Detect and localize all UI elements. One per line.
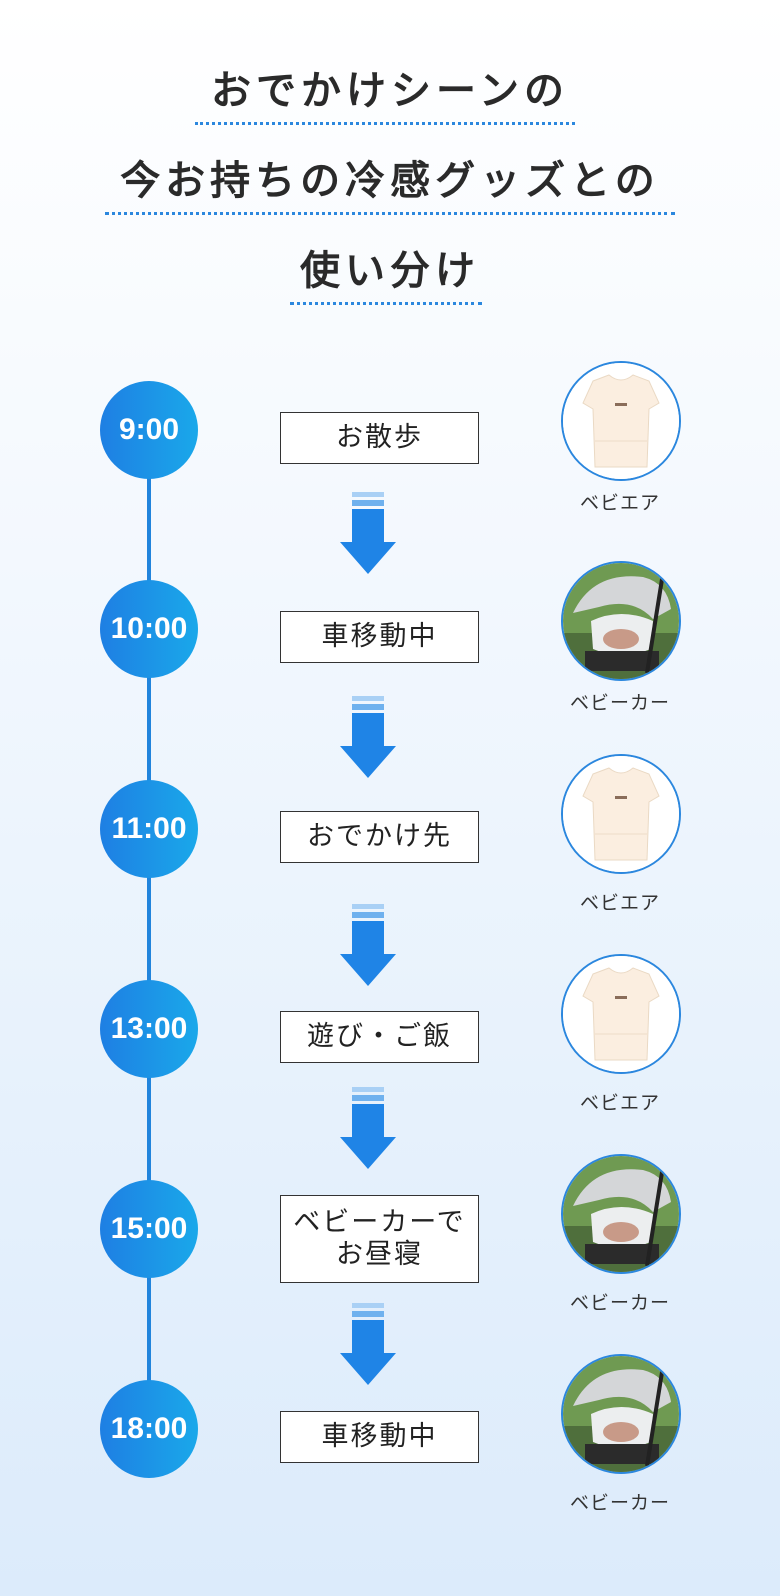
time-circle-1000: 10:00 bbox=[100, 580, 198, 678]
time-circle-1500: 15:00 bbox=[100, 1180, 198, 1278]
activity-box-car-2: 車移動中 bbox=[280, 1411, 479, 1463]
time-circle-0900: 9:00 bbox=[100, 381, 198, 479]
activity-box-stroller-nap: ベビーカーで お昼寝 bbox=[280, 1195, 479, 1283]
item-label: ベビーカー bbox=[569, 692, 670, 714]
stroller-icon bbox=[561, 1154, 681, 1274]
stroller-icon bbox=[561, 561, 681, 681]
item-label: ベビーカー bbox=[569, 1492, 670, 1514]
activity-box-walk: お散歩 bbox=[280, 412, 479, 464]
title-line-3: 使い分け bbox=[300, 248, 480, 294]
item-label: ベビエア bbox=[579, 892, 660, 914]
title-underline-3 bbox=[290, 302, 482, 305]
time-circle-1300: 13:00 bbox=[100, 980, 198, 1078]
title-line-1: おでかけシーンの bbox=[211, 68, 569, 114]
down-arrow-icon bbox=[340, 1087, 396, 1169]
activity-box-outing: おでかけ先 bbox=[280, 811, 479, 863]
item-label: ベビーカー bbox=[569, 1292, 670, 1314]
down-arrow-icon bbox=[340, 696, 396, 778]
activity-box-car: 車移動中 bbox=[280, 611, 479, 663]
activity-box-play-meal: 遊び・ご飯 bbox=[280, 1011, 479, 1063]
down-arrow-icon bbox=[340, 904, 396, 986]
item-label: ベビエア bbox=[579, 492, 660, 514]
title-underline-2 bbox=[105, 212, 675, 215]
garment-icon bbox=[561, 954, 681, 1074]
stroller-icon bbox=[561, 1354, 681, 1474]
timeline-line bbox=[147, 430, 151, 1440]
title-line-2: 今お持ちの冷感グッズとの bbox=[120, 158, 660, 204]
garment-icon bbox=[561, 754, 681, 874]
down-arrow-icon bbox=[340, 1303, 396, 1385]
down-arrow-icon bbox=[340, 492, 396, 574]
title-underline-1 bbox=[195, 122, 575, 125]
time-circle-1100: 11:00 bbox=[100, 780, 198, 878]
time-circle-1800: 18:00 bbox=[100, 1380, 198, 1478]
item-label: ベビエア bbox=[579, 1092, 660, 1114]
garment-icon bbox=[561, 361, 681, 481]
